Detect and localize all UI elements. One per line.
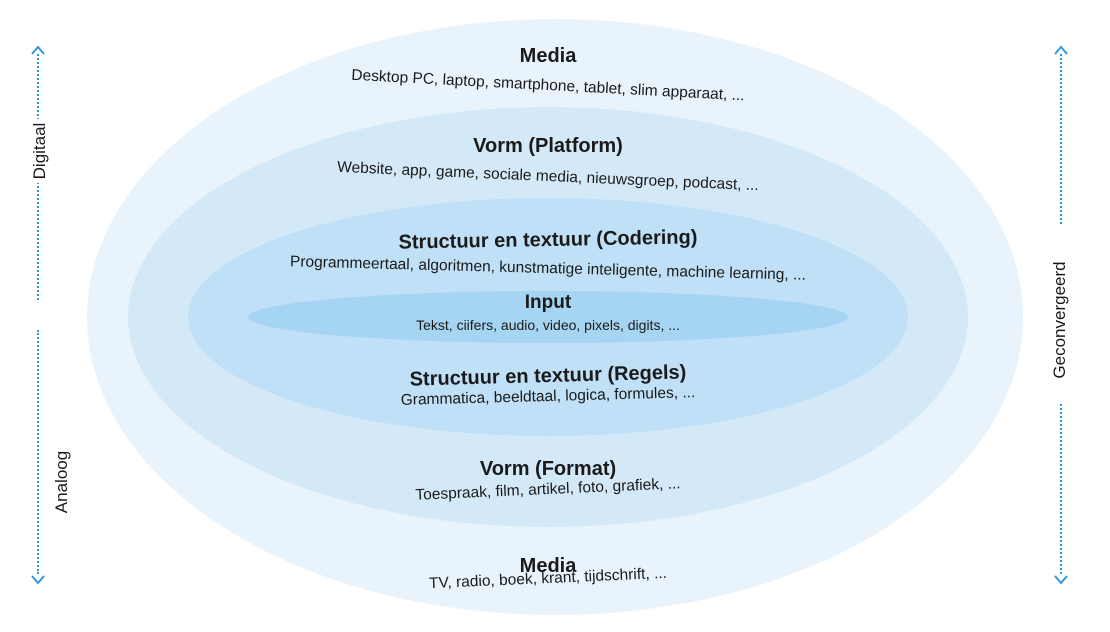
input-title: Input: [524, 292, 572, 313]
media-top-title: Media: [519, 45, 577, 67]
left-down-arrow-icon: [31, 575, 45, 585]
left-up-arrow-icon: [31, 45, 45, 55]
vorm-format-title: Vorm (Format): [479, 458, 617, 480]
right-up-arrow-icon: [1054, 45, 1068, 55]
left-axis-label-digitaal: Digitaal: [30, 119, 50, 183]
right-axis-top-line: [1060, 54, 1062, 224]
left-axis-label-analoog: Analoog: [52, 446, 72, 518]
right-axis-bottom-line: [1060, 404, 1062, 574]
media-bottom-title: Media: [519, 555, 577, 577]
vorm-platform-title: Vorm (Platform): [473, 135, 623, 157]
right-down-arrow-icon: [1054, 575, 1068, 585]
input-ellipse: [248, 291, 848, 343]
right-axis-label-geconvergeerd: Geconvergeerd: [1050, 261, 1069, 379]
input-subtitle: Tekst, ciifers, audio, video, pixels, di…: [416, 317, 680, 333]
left-axis-bottom-line: [37, 330, 39, 574]
